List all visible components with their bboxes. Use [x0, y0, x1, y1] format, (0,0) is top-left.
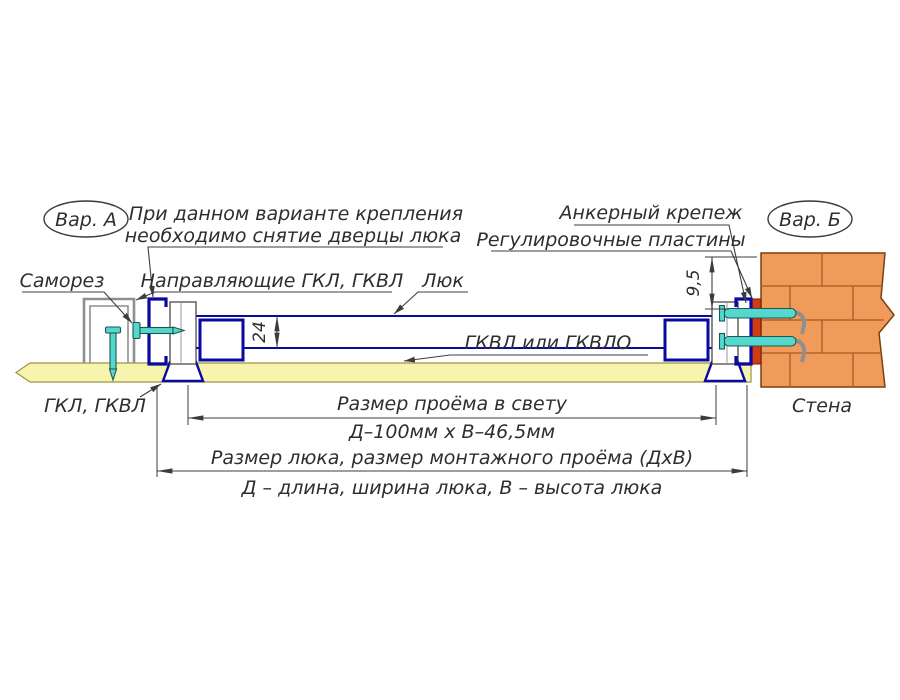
hatch-frame-left: [147, 297, 245, 383]
frame-channel-right: [734, 297, 753, 366]
dimension-hatch-title: Размер люка, размер монтажного проёма (Д…: [211, 447, 693, 469]
screw-head: [104, 326, 122, 334]
anchor-washer: [718, 332, 726, 350]
frame-box-right: [663, 318, 710, 362]
note-line1: При данном варианте крепления: [129, 203, 463, 225]
note-line2: необходимо снятие дверцы люка: [125, 225, 462, 247]
leader-hatch: [393, 291, 468, 315]
anchor-body: [723, 307, 797, 319]
anchor-washer: [718, 304, 726, 322]
dimension-clear-value: Д–100мм х В–46,5мм: [348, 421, 555, 443]
dimension-hatch-subtitle: Д – длина, ширина люка, В – высота люка: [241, 477, 663, 499]
brick-wall: [760, 252, 895, 388]
anchor-body: [723, 335, 797, 347]
frame-flange-left: [161, 360, 205, 383]
hatch-door-panel: [196, 315, 712, 349]
drywall-sheet: [14, 362, 752, 383]
gkvl-label: ГКВЛ или ГКВЛО: [465, 332, 632, 354]
plates-label: Регулировочные пластины: [476, 229, 745, 251]
leader-lines: [22, 224, 753, 398]
anchor-label: Анкерный крепеж: [558, 202, 743, 224]
guide-profile-inner: [89, 305, 129, 363]
leader-anchor: [574, 224, 747, 304]
screw-tip: [172, 326, 186, 335]
leader-gkl: [139, 383, 162, 398]
leader-screw: [22, 291, 133, 324]
screw-label: Саморез: [20, 270, 105, 292]
screw-shaft: [139, 326, 174, 335]
dimension-9-5: 9,5: [684, 256, 757, 310]
self-tapping-screw-horizontal: [132, 321, 186, 340]
dimension-clear-opening: Размер проёма в свету Д–100мм х В–46,5мм: [187, 385, 717, 443]
dimension-24: 24: [250, 316, 280, 348]
leader-plates: [491, 250, 753, 299]
dimension-hatch-size: Размер люка, размер монтажного проёма (Д…: [156, 385, 748, 499]
wall-label: Стена: [792, 395, 852, 417]
anchor-fastener-bottom: [718, 332, 807, 363]
leader-guides: [135, 291, 392, 301]
variant-b-ellipse: [767, 200, 853, 238]
dimension-clear-title: Размер проёма в свету: [337, 393, 568, 415]
self-tapping-screw-vertical: [104, 326, 122, 382]
gkl-label: ГКЛ, ГКВЛ: [44, 395, 146, 417]
variant-b-label: Вар. Б: [779, 209, 841, 231]
dimension-24-value: 24: [250, 321, 270, 343]
anchor-fastener-top: [718, 304, 807, 335]
guides-label: Направляющие ГКЛ, ГКВЛ: [141, 270, 404, 292]
screw-head: [132, 321, 141, 340]
screw-tip: [108, 368, 118, 382]
variant-a-label: Вар. А: [55, 209, 117, 231]
leader-note: [147, 246, 443, 298]
hatch-label: Люк: [421, 270, 464, 292]
screw-shaft: [109, 332, 117, 370]
callout-variant-b: Вар. Б: [767, 200, 853, 238]
dimension-9-5-value: 9,5: [684, 269, 704, 296]
frame-box-left: [198, 318, 245, 362]
brick-pattern: [761, 253, 884, 387]
variant-a-ellipse: [43, 200, 129, 238]
leader-gkvl: [403, 354, 648, 363]
callout-variant-a: Вар. А: [43, 200, 129, 238]
